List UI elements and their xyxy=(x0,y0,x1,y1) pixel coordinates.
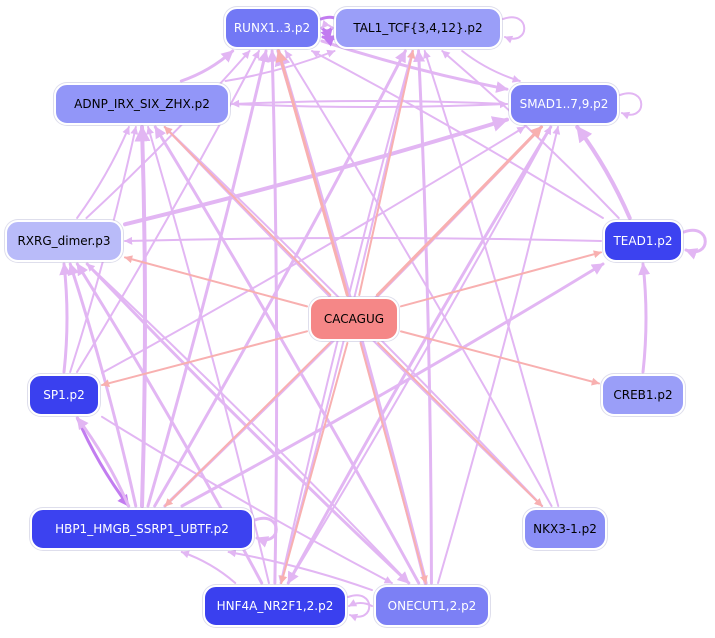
edge-hnf4a-to-runx xyxy=(266,49,279,585)
node-smad[interactable]: SMAD1..7,9.p2 xyxy=(509,83,619,125)
edge-hbp1-to-sp1 xyxy=(75,416,131,508)
node-runx[interactable]: RUNX1..3.p2 xyxy=(224,7,320,49)
edge-sp1-to-onecut xyxy=(101,415,393,584)
edge-tead-to-runx xyxy=(311,50,604,219)
edge-cacagug-to-tead xyxy=(400,250,602,308)
edge-onecut-to-smad xyxy=(437,126,561,584)
edge-smad-to-hnf4a xyxy=(286,125,553,585)
edge-hnf4a-to-hnf4a xyxy=(347,594,371,622)
node-tal1-tcf[interactable]: TAL1_TCF{3,4,12}.p2 xyxy=(334,7,502,49)
edge-rxrg-to-adnp xyxy=(76,126,130,219)
edge-cacagug-to-rxrg xyxy=(124,255,308,308)
edge-tal-to-tal xyxy=(502,16,526,44)
edge-hbp1-to-tal xyxy=(153,49,407,508)
node-hbp1-hmgb-ssrp1-ubtf[interactable]: HBP1_HMGB_SSRP1_UBTF.p2 xyxy=(30,508,254,550)
edge-creb-to-tead xyxy=(638,262,651,374)
edge-cacagug-to-smad xyxy=(375,125,544,297)
edge-onecut-to-adnp xyxy=(153,125,421,585)
edge-cacagug-to-tal xyxy=(358,50,416,296)
edge-tal-to-runx xyxy=(321,19,333,29)
edge-nkx-to-runx xyxy=(284,50,553,507)
edge-sp1-to-runx xyxy=(76,50,260,373)
node-nkx3-1[interactable]: NKX3-1.p2 xyxy=(523,508,607,550)
edge-cacagug-to-adnp xyxy=(163,126,332,296)
node-hnf4a-nr2f[interactable]: HNF4A_NR2F1,2.p2 xyxy=(203,585,347,627)
node-onecut[interactable]: ONECUT1,2.p2 xyxy=(374,585,490,627)
edge-hbp1-to-adnp xyxy=(134,125,151,508)
edge-adnp-to-runx xyxy=(179,49,235,83)
edge-rxrg-to-runx xyxy=(85,50,251,219)
edge-adnp-to-tal xyxy=(224,49,336,82)
edge-tead-to-tead xyxy=(682,228,707,260)
edge-tead-to-smad xyxy=(575,125,632,220)
edge-hnf4a-to-smad xyxy=(287,126,552,584)
edge-cacagug-to-hbp1 xyxy=(164,342,331,507)
edge-cacagug-to-hnf4a xyxy=(279,342,349,584)
node-sp1[interactable]: SP1.p2 xyxy=(28,374,100,416)
edge-adnp-to-smad xyxy=(231,100,508,109)
edge-cacagug-to-onecut xyxy=(359,342,428,584)
edge-hbp1-to-tead xyxy=(180,262,605,508)
edge-sp1-to-rxrg xyxy=(59,262,72,374)
node-adnp-irx-six-zhx[interactable]: ADNP_IRX_SIX_ZHX.p2 xyxy=(54,83,230,125)
edge-smad-to-smad xyxy=(619,92,643,120)
node-cacagug-motif[interactable]: CACAGUG xyxy=(309,297,399,341)
edge-smad-to-adnp xyxy=(231,99,508,108)
edge-cacagug-to-nkx xyxy=(377,342,543,507)
edge-hnf4a-to-hbp1 xyxy=(180,550,237,584)
node-creb1[interactable]: CREB1.p2 xyxy=(601,374,685,416)
edge-tead-to-rxrg xyxy=(124,236,602,245)
node-rxrg-dimer[interactable]: RXRG_dimer.p3 xyxy=(5,220,123,262)
edge-nkx-to-tal xyxy=(423,50,560,507)
node-tead1[interactable]: TEAD1.p2 xyxy=(603,220,683,262)
edge-hbp1-to-hbp1 xyxy=(253,516,278,548)
edge-tal-to-smad xyxy=(461,50,521,83)
edge-onecut-to-tal xyxy=(413,49,433,585)
edge-cacagug-to-runx xyxy=(275,49,349,297)
edge-onecut-to-hbp1 xyxy=(227,549,373,592)
edge-cacagug-to-sp1 xyxy=(101,330,308,388)
edge-runx-to-tal xyxy=(320,26,334,41)
edge-cacagug-to-creb xyxy=(400,330,600,386)
edge-sp1-to-hbp1 xyxy=(75,416,131,508)
